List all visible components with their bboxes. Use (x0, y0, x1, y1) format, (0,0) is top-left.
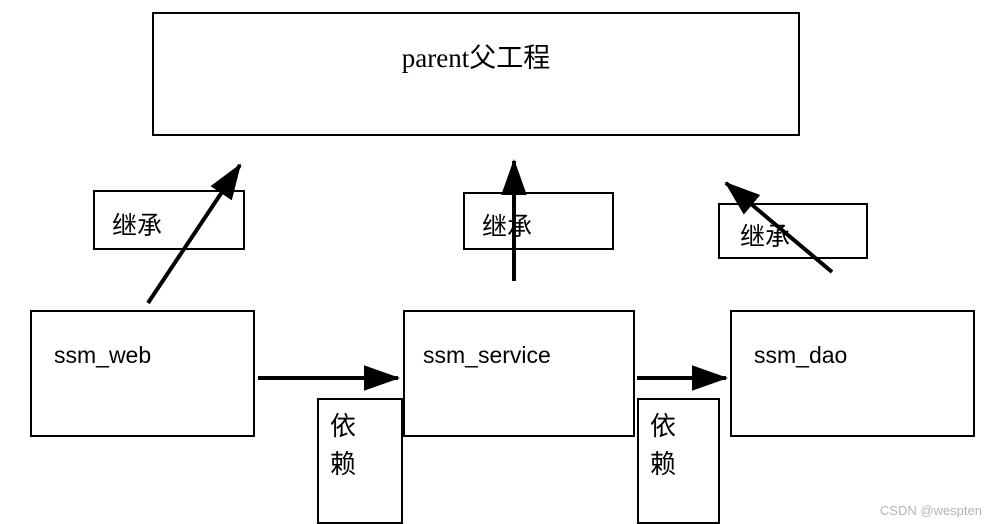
module-box-ssm-service[interactable]: ssm_service (403, 310, 635, 437)
module-label-ssm-web: ssm_web (54, 342, 152, 368)
module-label-ssm-service: ssm_service (423, 342, 551, 368)
module-label-ssm-dao: ssm_dao (754, 342, 848, 368)
inherit-label-dao: 继承 (740, 224, 791, 251)
depend-label-box-web-service[interactable]: 依赖 (317, 398, 403, 524)
parent-project-label: parent父工程 (401, 43, 551, 73)
inherit-label-web: 继承 (112, 213, 163, 240)
depend-label-box-service-dao[interactable]: 依赖 (637, 398, 720, 524)
module-box-ssm-web[interactable]: ssm_web (30, 310, 255, 437)
parent-project-box[interactable]: parent父工程 (152, 12, 800, 136)
inherit-label-box-web[interactable]: 继承 (93, 190, 245, 250)
watermark-text: CSDN @wespten (879, 503, 982, 518)
inherit-label-box-service[interactable]: 继承 (463, 192, 614, 250)
inherit-label-box-dao[interactable]: 继承 (718, 203, 868, 259)
inherit-label-service: 继承 (482, 214, 533, 241)
module-box-ssm-dao[interactable]: ssm_dao (730, 310, 975, 437)
depend-label-web-service: 依赖 (330, 412, 357, 479)
depend-label-service-dao: 依赖 (650, 412, 677, 479)
